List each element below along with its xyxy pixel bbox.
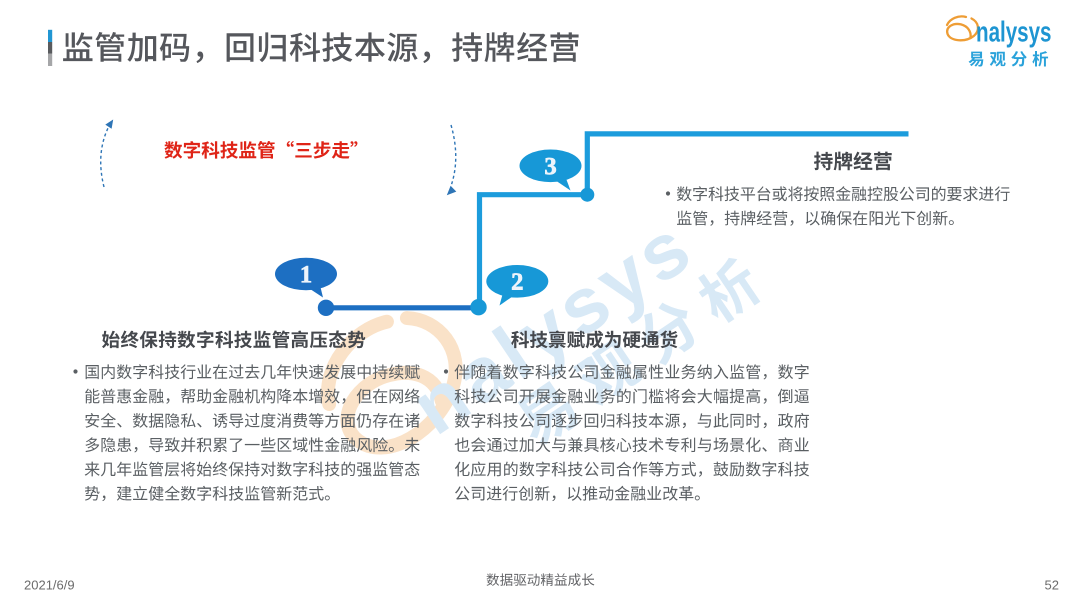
svg-text:52: 52 (1045, 578, 1059, 593)
svg-text:2021/6/9: 2021/6/9 (24, 578, 75, 593)
svg-text:nalysys: nalysys (976, 16, 1051, 48)
